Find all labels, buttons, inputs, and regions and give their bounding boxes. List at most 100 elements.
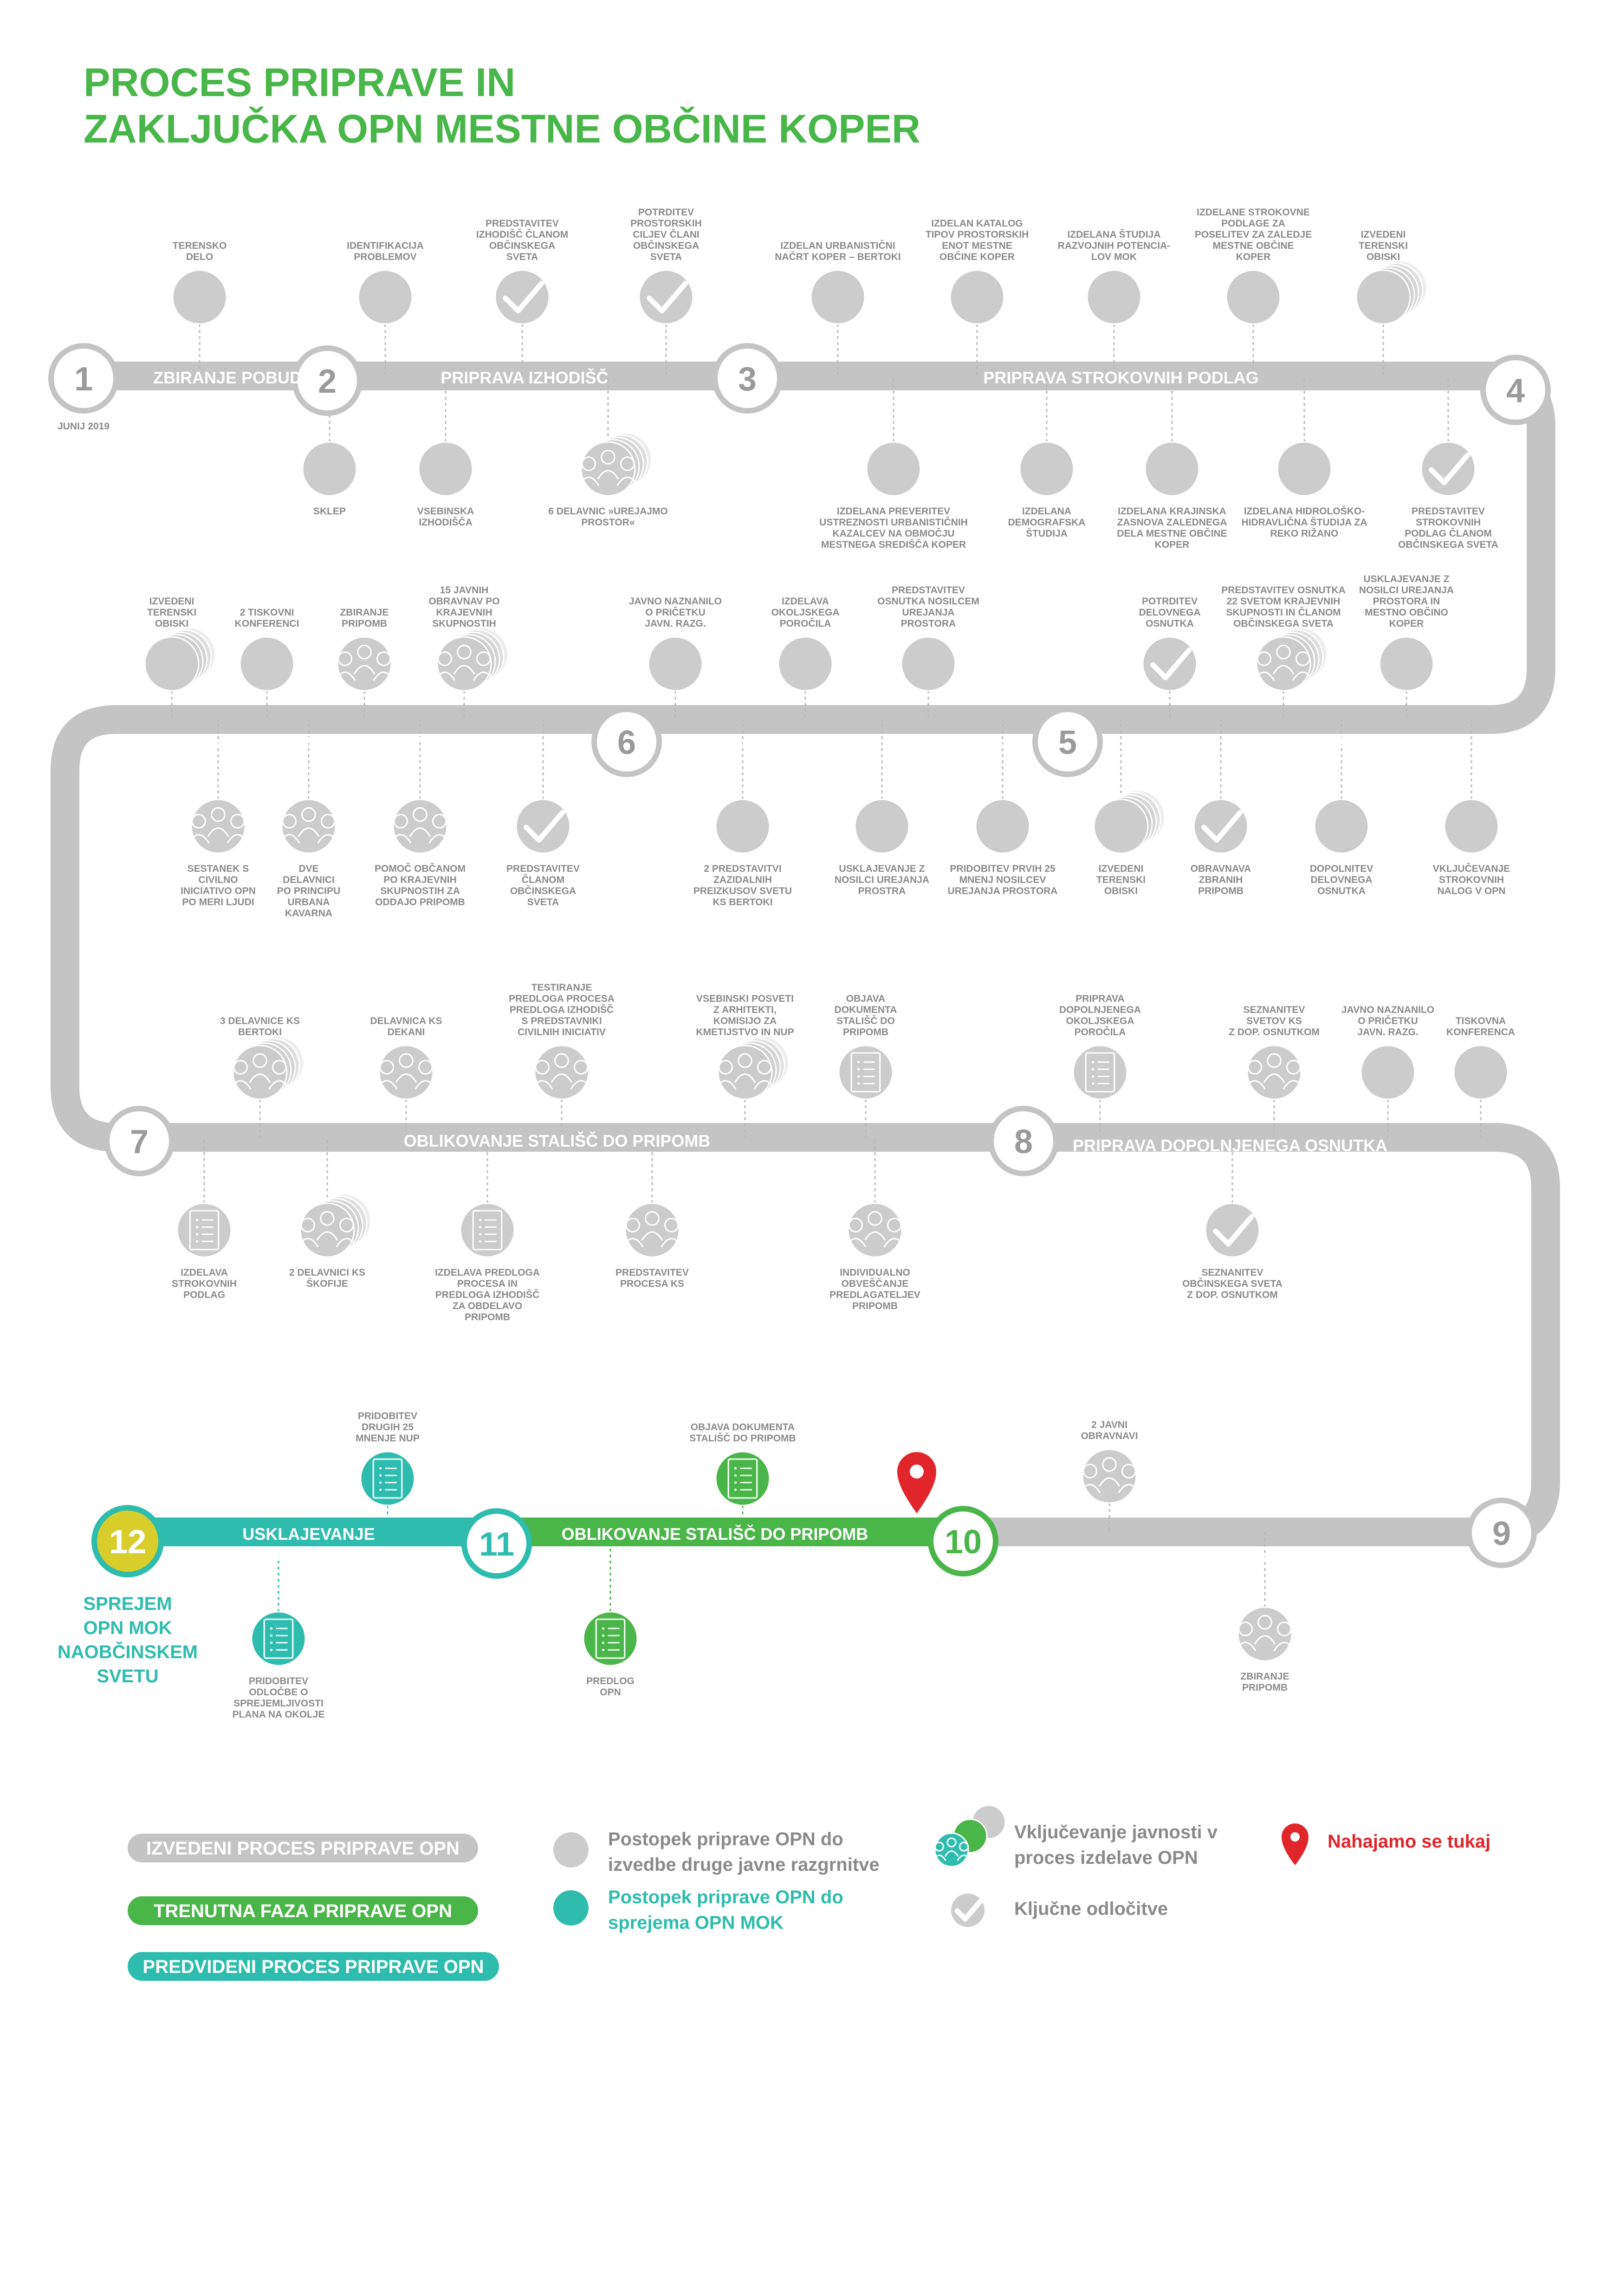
node-1-circle: [357, 269, 413, 325]
check-icon: [524, 810, 565, 843]
node-11-circle: [580, 441, 636, 497]
node-32-circle: [854, 798, 910, 854]
node-21-circle: [648, 636, 703, 692]
people-icon: [334, 644, 395, 681]
node-8-circle: [1355, 269, 1411, 325]
people-icon: [434, 644, 495, 681]
node-42-circle: [838, 1044, 894, 1100]
node-16-circle: [1420, 441, 1476, 497]
legend-decision-icon: [951, 1894, 985, 1927]
node-20-circle: [436, 636, 492, 692]
people-icon: [714, 1053, 776, 1090]
node-12-circle: [866, 441, 921, 497]
node-30-circle: [515, 798, 571, 854]
node-9: SKLEP: [302, 441, 357, 517]
node-25-circle: [1256, 636, 1311, 692]
node-14-circle: [1144, 441, 1200, 497]
node-27-circle: [190, 798, 246, 854]
step-7-number: 7: [130, 1123, 149, 1161]
node-15-label: IZDELANA HIDROLOŠKO-HIDRAVLIČNA ŠTUDIJA …: [1241, 506, 1367, 539]
node-52-circle: [1205, 1202, 1260, 1258]
page-title-line-1: PROCES PRIPRAVE IN: [84, 60, 516, 105]
step-5-circle: [1032, 707, 1103, 777]
step-6: 6: [591, 707, 662, 777]
people-icon: [229, 1053, 291, 1090]
node-44-circle: [299, 1202, 355, 1258]
step-11: 11: [461, 1508, 532, 1579]
step-9: 9: [1466, 1498, 1537, 1568]
check-icon: [1201, 810, 1243, 843]
node-49-circle: [1246, 1044, 1302, 1100]
people-icon: [622, 1211, 683, 1248]
step-2-number: 2: [318, 363, 337, 400]
legend-grey-dot: [553, 1832, 589, 1868]
step-11-circle: [461, 1508, 532, 1579]
legend-decision-text: Ključne odločitve: [1014, 1899, 1168, 1919]
date-note: JUNIJ 2019: [58, 421, 110, 432]
step-2-circle: [292, 345, 363, 416]
legend-marker-icon: [1282, 1823, 1309, 1865]
step-4: 4: [1480, 355, 1551, 425]
node-43-circle: [176, 1202, 232, 1258]
node-7-circle: [1225, 269, 1281, 325]
node-37-circle: [1444, 798, 1499, 854]
node-17-circle: [144, 636, 200, 692]
node-57-circle: [360, 1451, 415, 1506]
segment-label-s6: PRVA JAVNA RAZGRNITEV DOP. OSNUTKA: [191, 733, 538, 752]
people-icon: [389, 807, 451, 844]
segment-label-s2: PRIPRAVA IZHODIŠČ: [440, 368, 608, 387]
node-24-circle: [1142, 636, 1198, 692]
node-23-circle: [900, 636, 956, 692]
step-9-circle: [1466, 1498, 1537, 1568]
check-icon: [647, 280, 688, 314]
step-9-number: 9: [1492, 1515, 1511, 1552]
check-icon: [503, 280, 544, 314]
check-icon: [1429, 452, 1470, 486]
step-1-number: 1: [74, 361, 93, 398]
legend-marker-text: Nahajamo se tukaj: [1328, 1831, 1490, 1852]
step-8-number: 8: [1014, 1123, 1033, 1161]
node-34-circle: [1093, 798, 1149, 854]
step-4-number: 4: [1506, 372, 1525, 409]
step-12-circle: [91, 1505, 164, 1577]
people-icon: [297, 1211, 358, 1248]
step-11-number: 11: [479, 1526, 514, 1563]
people-icon: [188, 807, 249, 844]
document-icon: [189, 1210, 220, 1251]
